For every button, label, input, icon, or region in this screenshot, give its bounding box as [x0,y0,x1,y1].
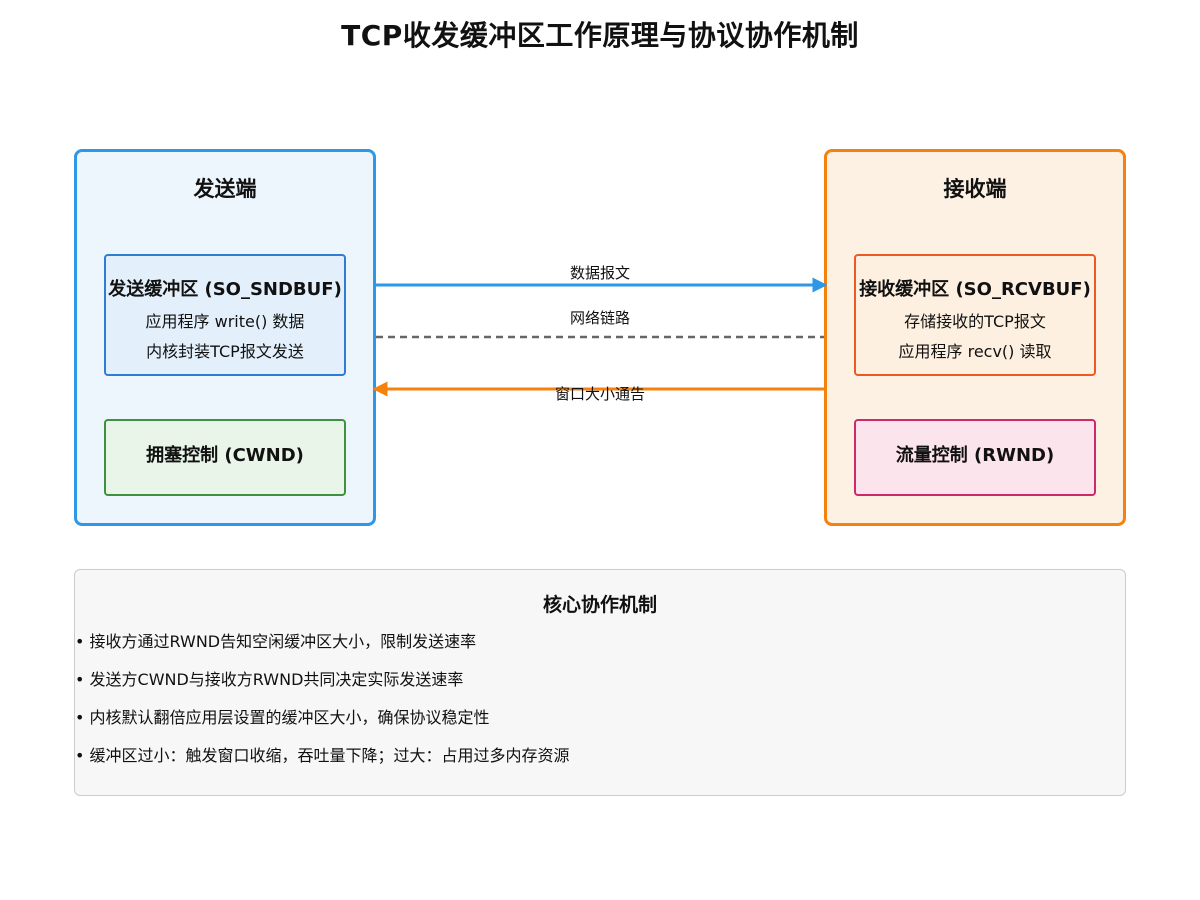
send-buffer-box: 发送缓冲区 (SO_SNDBUF) 应用程序 write() 数据 内核封装TC… [104,254,346,376]
send-buffer-line2: 内核封装TCP报文发送 [146,342,304,361]
data-arrow-label: 数据报文 [569,264,630,282]
receiver-title: 接收端 [943,177,1007,201]
send-buffer-line1: 应用程序 write() 数据 [145,312,305,331]
mechanism-item: • 发送方CWND与接收方RWND共同决定实际发送速率 [75,670,464,689]
rwnd-title: 流量控制 (RWND) [895,445,1055,466]
rwnd-box: 流量控制 (RWND) [854,419,1096,496]
mechanisms-title: 核心协作机制 [542,594,657,616]
sender-title: 发送端 [193,177,257,201]
mechanism-item: • 内核默认翻倍应用层设置的缓冲区大小，确保协议稳定性 [75,708,490,727]
send-buffer-title: 发送缓冲区 (SO_SNDBUF) [108,279,342,300]
recv-buffer-box: 接收缓冲区 (SO_RCVBUF) 存储接收的TCP报文 应用程序 recv()… [854,254,1096,376]
cwnd-box: 拥塞控制 (CWND) [104,419,346,496]
mechanism-item: • 缓冲区过小：触发窗口收缩，吞吐量下降；过大：占用过多内存资源 [75,746,570,765]
page-title: TCP收发缓冲区工作原理与协议协作机制 [341,19,859,52]
recv-buffer-line2: 应用程序 recv() 读取 [898,342,1052,361]
mechanism-item: • 接收方通过RWND告知空闲缓冲区大小，限制发送速率 [75,632,477,651]
mechanisms-panel: 核心协作机制 • 接收方通过RWND告知空闲缓冲区大小，限制发送速率 • 发送方… [74,569,1126,796]
recv-buffer-line1: 存储接收的TCP报文 [904,312,1046,331]
recv-buffer-title: 接收缓冲区 (SO_RCVBUF) [859,279,1091,300]
window-arrow-label: 窗口大小通告 [554,385,645,403]
network-link-label: 网络链路 [569,309,630,327]
cwnd-title: 拥塞控制 (CWND) [146,445,304,466]
